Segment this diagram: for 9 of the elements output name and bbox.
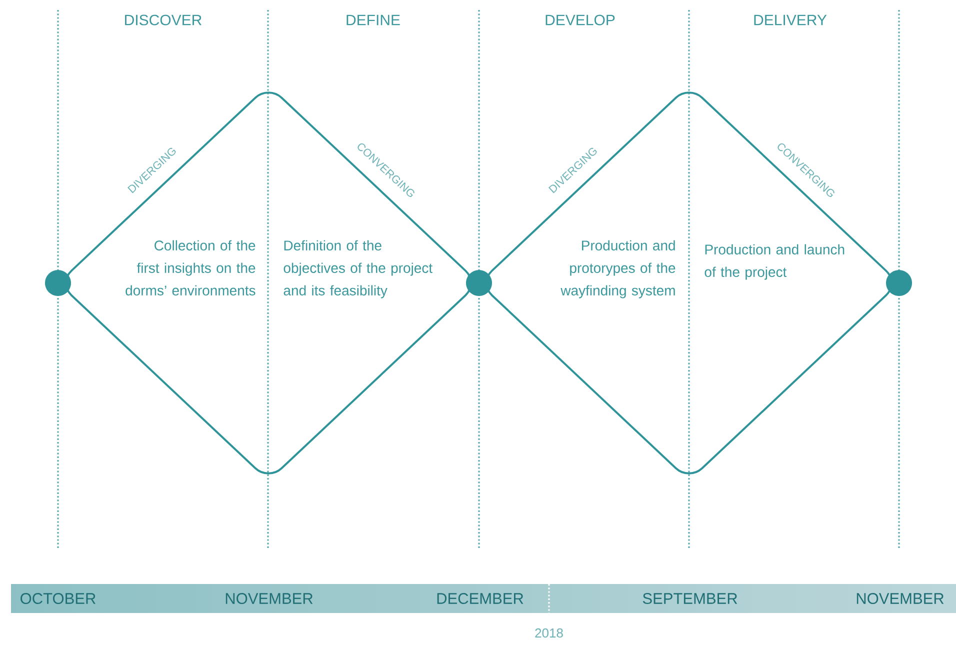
phase-heading: DELIVERY (754, 14, 827, 26)
year-label: 2018 (535, 628, 563, 638)
timeline-bar: OCTOBER NOVEMBER DECEMBER SEPTEMBER NOVEMBER (20, 584, 944, 613)
phase-heading: DISCOVER (125, 14, 202, 26)
phase-heading: DEVELOP (546, 14, 615, 26)
phase-heading: DEFINE (346, 14, 400, 26)
dot (45, 270, 71, 296)
dot (466, 270, 492, 296)
dot (886, 270, 912, 296)
